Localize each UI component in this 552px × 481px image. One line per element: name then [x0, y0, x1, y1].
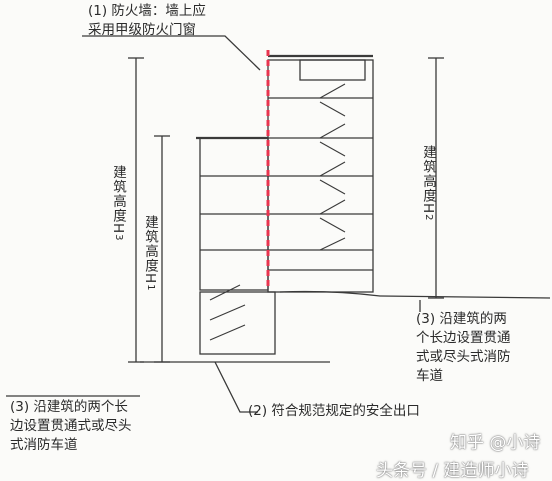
left-road-line-2: 边设置贯通式或尽头 — [10, 418, 132, 434]
right-road-line-4: 车道 — [416, 368, 443, 384]
basement-stairs — [209, 284, 246, 341]
right-road-note: (3) 沿建筑的两 个长边设置贯通 式或尽头式消防 车道 — [416, 310, 511, 386]
firewall-note: (1) 防火墙：墙上应 采用甲级防火门窗 — [88, 2, 206, 40]
dim-h2 — [428, 57, 444, 299]
height-h2-text: 建筑高度H — [420, 145, 436, 215]
tower-stairs — [319, 83, 346, 251]
right-road-line-2: 个长边设置贯通 — [416, 330, 511, 346]
height-h1-sub: 1 — [145, 284, 156, 292]
basement — [199, 291, 276, 355]
dim-h3 — [128, 57, 144, 363]
height-h1-text: 建筑高度H — [142, 215, 158, 285]
dim-h1 — [154, 135, 170, 363]
watermark-bottom: 头条号 / 建造师小诗 — [376, 461, 529, 481]
firewall-note-line-1: (1) 防火墙：墙上应 — [88, 3, 206, 19]
height-h3-sub: 3 — [113, 234, 124, 242]
left-road-note: (3) 沿建筑的两个长 边设置贯通式或尽头 式消防车道 — [10, 398, 132, 455]
ground-right — [279, 290, 551, 299]
height-h3-label: 建筑高度H3 — [108, 165, 128, 242]
height-h2-label: 建筑高度H2 — [418, 145, 438, 222]
lower-block-floors — [200, 175, 268, 251]
height-h2-sub: 2 — [423, 214, 434, 222]
height-h1-label: 建筑高度H1 — [140, 215, 160, 292]
right-road-line-3: 式或尽头式消防 — [416, 349, 511, 365]
exit-note: (2) 符合规范规定的安全出口 — [248, 403, 420, 419]
right-road-line-1: (3) 沿建筑的两 — [416, 311, 507, 327]
left-road-line-3: 式消防车道 — [10, 437, 78, 453]
tower-floors — [268, 97, 373, 271]
firewall-leader — [82, 35, 261, 71]
watermark-top: 知乎 @小诗 — [450, 433, 541, 453]
penthouse — [299, 59, 366, 81]
height-h3-text: 建筑高度H — [110, 165, 126, 235]
firewall-note-line-2: 采用甲级防火门窗 — [88, 22, 196, 38]
left-road-line-1: (3) 沿建筑的两个长 — [10, 399, 128, 415]
exit-leader — [214, 361, 258, 413]
